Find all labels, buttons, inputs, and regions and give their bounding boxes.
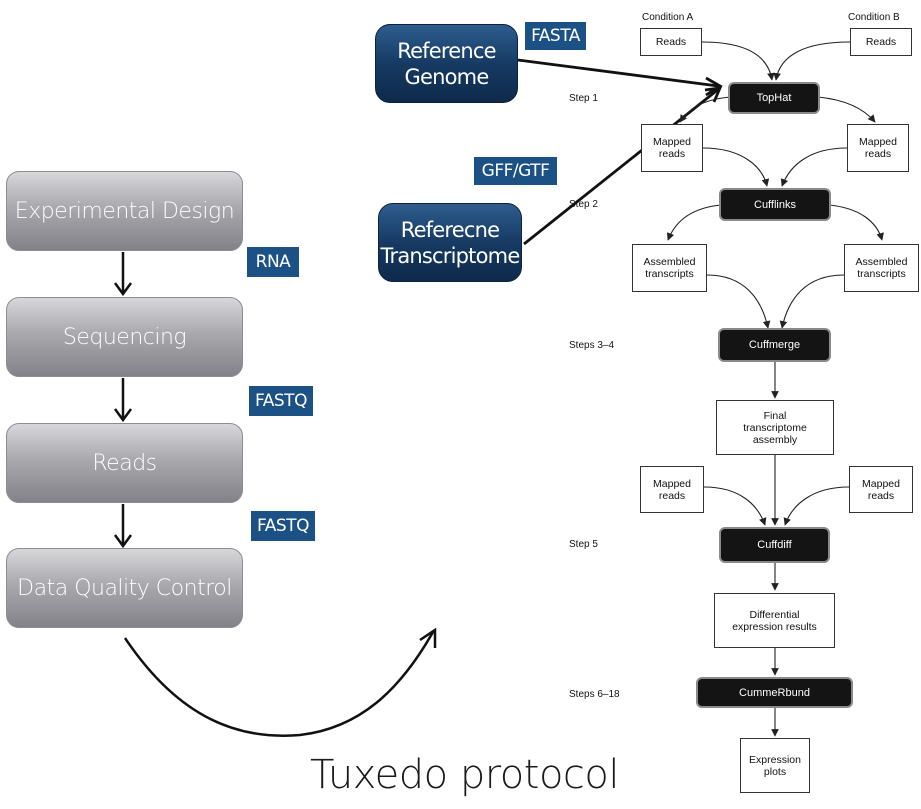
- input-arrows: [517, 58, 723, 246]
- reads-condition-b: Reads: [850, 28, 912, 56]
- step-label: Reads: [92, 450, 157, 476]
- cuffdiff-box: Cuffdiff: [719, 527, 830, 563]
- pipeline-arrows: [113, 252, 133, 549]
- assembled-transcripts-a: Assembled transcripts: [632, 244, 707, 292]
- step-label: Experimental Design: [14, 198, 235, 224]
- steps-3-4-label: Steps 3–4: [569, 340, 615, 351]
- step-2-label: Step 2: [569, 199, 598, 210]
- tophat-box: TopHat: [728, 82, 820, 114]
- mapped-reads-b: Mapped reads: [847, 124, 909, 172]
- final-transcriptome-assembly: Final transcriptome assembly: [716, 400, 834, 455]
- condition-a-label: Condition A: [642, 12, 694, 23]
- tag-fasta: FASTA: [525, 22, 586, 50]
- cuffmerge-box: Cuffmerge: [718, 328, 831, 362]
- differential-expression-results: Differential expression results: [714, 593, 835, 648]
- reads-condition-a: Reads: [640, 28, 702, 56]
- mapped-reads-d: Mapped reads: [849, 466, 913, 513]
- step-label: Sequencing: [62, 324, 187, 350]
- step-label: Data Quality Control: [17, 575, 232, 601]
- step-experimental-design: Experimental Design: [6, 171, 243, 251]
- assembled-transcripts-b: Assembled transcripts: [844, 244, 919, 292]
- step-sequencing: Sequencing: [6, 297, 243, 377]
- condition-b-label: Condition B: [848, 12, 900, 23]
- reference-transcriptome-box: Referecne Transcriptome: [378, 203, 522, 282]
- step-5-label: Step 5: [569, 539, 598, 550]
- step-1-label: Step 1: [569, 93, 598, 104]
- tag-rna: RNA: [247, 247, 299, 277]
- step-reads: Reads: [6, 423, 243, 503]
- cufflinks-box: Cufflinks: [719, 188, 831, 221]
- mapped-reads-a: Mapped reads: [641, 124, 703, 172]
- tag-fastq-1: FASTQ: [249, 386, 313, 416]
- caption-tuxedo-protocol: Tuxedo protocol: [310, 752, 620, 798]
- mapped-reads-c: Mapped reads: [640, 466, 704, 513]
- reference-genome-box: Reference Genome: [375, 24, 518, 103]
- curved-handoff-arrow: [123, 627, 437, 737]
- tag-gff-gtf: GFF/GTF: [474, 157, 557, 185]
- tag-fastq-2: FASTQ: [251, 511, 315, 541]
- step-data-quality-control: Data Quality Control: [6, 548, 243, 628]
- cummerbund-box: CummeRbund: [696, 677, 853, 708]
- steps-6-18-label: Steps 6–18: [569, 689, 620, 700]
- tuxedo-arrows: [666, 41, 884, 737]
- expression-plots: Expression plots: [740, 738, 810, 793]
